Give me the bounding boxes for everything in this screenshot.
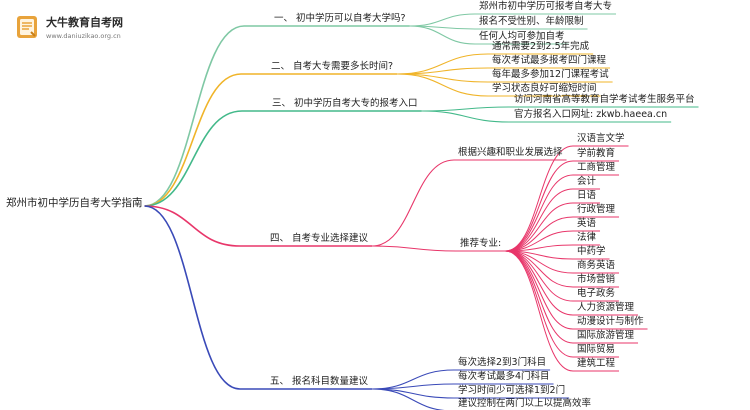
- branch-connector: [144, 25, 245, 207]
- major-connector: [505, 216, 574, 252]
- leaf-connector: [421, 106, 511, 112]
- major-item: 法律: [577, 232, 597, 243]
- b5-leaf: 建议控制在两门以上以提高效率: [458, 398, 592, 409]
- major-connector: [505, 250, 574, 288]
- major-item: 汉语言文学: [577, 133, 625, 144]
- branch-connector: [144, 73, 242, 207]
- b5-leaf: 学习时间少可选择1到2门: [458, 385, 566, 396]
- major-item: 国际旅游管理: [577, 330, 635, 341]
- b2-leaf: 每次考试最多报考四门课程: [492, 55, 607, 66]
- b3-leaf: 官方报名入口网址: zkwb.haeea.cn: [514, 109, 668, 120]
- b2-leaf: 每年最多参加12门课程考试: [492, 69, 609, 80]
- b1-leaf: 任何人均可参加自考: [479, 31, 565, 42]
- brand-name: 大牛教育自考网: [46, 16, 123, 29]
- leaf-connector: [372, 388, 446, 410]
- major-item: 市场营销: [577, 274, 616, 285]
- leaf-connector: [397, 73, 489, 97]
- major-item: 动漫设计与制作: [577, 316, 644, 327]
- b5-leaf: 每次选择2到3门科目: [458, 357, 547, 368]
- b4-leaf: 根据兴趣和职业发展选择: [458, 147, 563, 158]
- major-item: 商务英语: [577, 260, 616, 271]
- major-item: 人力资源管理: [577, 302, 635, 313]
- major-item: 国际贸易: [577, 344, 616, 355]
- b1-leaf: 郑州市初中学历可报考自考大专: [479, 1, 613, 12]
- major-item: 中药学: [577, 246, 606, 257]
- major-item: 电子政务: [577, 288, 616, 299]
- branch-connector: [144, 110, 243, 207]
- branch-3-label: 三、 初中学历自考大专的报考入口: [272, 98, 418, 109]
- major-item: 日语: [577, 190, 597, 201]
- major-item: 英语: [577, 218, 597, 229]
- major-connector: [505, 174, 574, 252]
- major-item: 会计: [577, 176, 597, 187]
- branch-2-label: 二、 自考大专需要多长时间?: [271, 61, 394, 72]
- major-connector: [505, 250, 574, 372]
- major-item: 工商管理: [577, 162, 616, 173]
- major-connector: [505, 250, 574, 330]
- leaf-connector: [372, 159, 455, 247]
- branch-connector: [144, 205, 241, 390]
- major-item: 行政管理: [577, 204, 616, 215]
- book-logo-icon: [17, 16, 37, 38]
- major-item: 建筑工程: [577, 358, 616, 369]
- b2-leaf: 通常需要2到2.5年完成: [492, 41, 590, 52]
- branch-4-label: 四、 自考专业选择建议: [270, 233, 369, 244]
- major-connector: [505, 145, 574, 252]
- root-topic: 郑州市初中学历自考大学指南: [6, 197, 143, 209]
- leaf-connector: [372, 245, 457, 252]
- leaf-connector: [372, 388, 455, 399]
- major-item: 学前教育: [577, 148, 616, 159]
- branch-5-label: 五、 报名科目数量建议: [270, 376, 369, 387]
- leaf-connector: [409, 13, 476, 27]
- b2-leaf: 学习状态良好可缩短时间: [492, 83, 597, 94]
- leaf-connector: [409, 25, 476, 45]
- major-connector: [505, 188, 574, 252]
- b5-leaf: 每次考试最多4门科目: [458, 371, 550, 382]
- brand-url: www.daniuzikao.org.cn: [46, 32, 121, 40]
- major-connector: [505, 160, 574, 252]
- branch-connector: [144, 205, 241, 247]
- leaf-connector: [372, 383, 455, 390]
- branch-1-label: 一、 初中学历可以自考大学吗?: [274, 13, 406, 24]
- b3-leaf: 访问河南省高等教育自学考试考生服务平台: [514, 94, 695, 105]
- leaf-connector: [421, 110, 511, 123]
- major-connector: [505, 250, 574, 358]
- b1-leaf: 报名不受性别、年龄限制: [479, 16, 584, 27]
- major-connector: [505, 202, 574, 252]
- major-connector: [505, 250, 574, 344]
- b4-subtopic: 推荐专业:: [460, 238, 502, 249]
